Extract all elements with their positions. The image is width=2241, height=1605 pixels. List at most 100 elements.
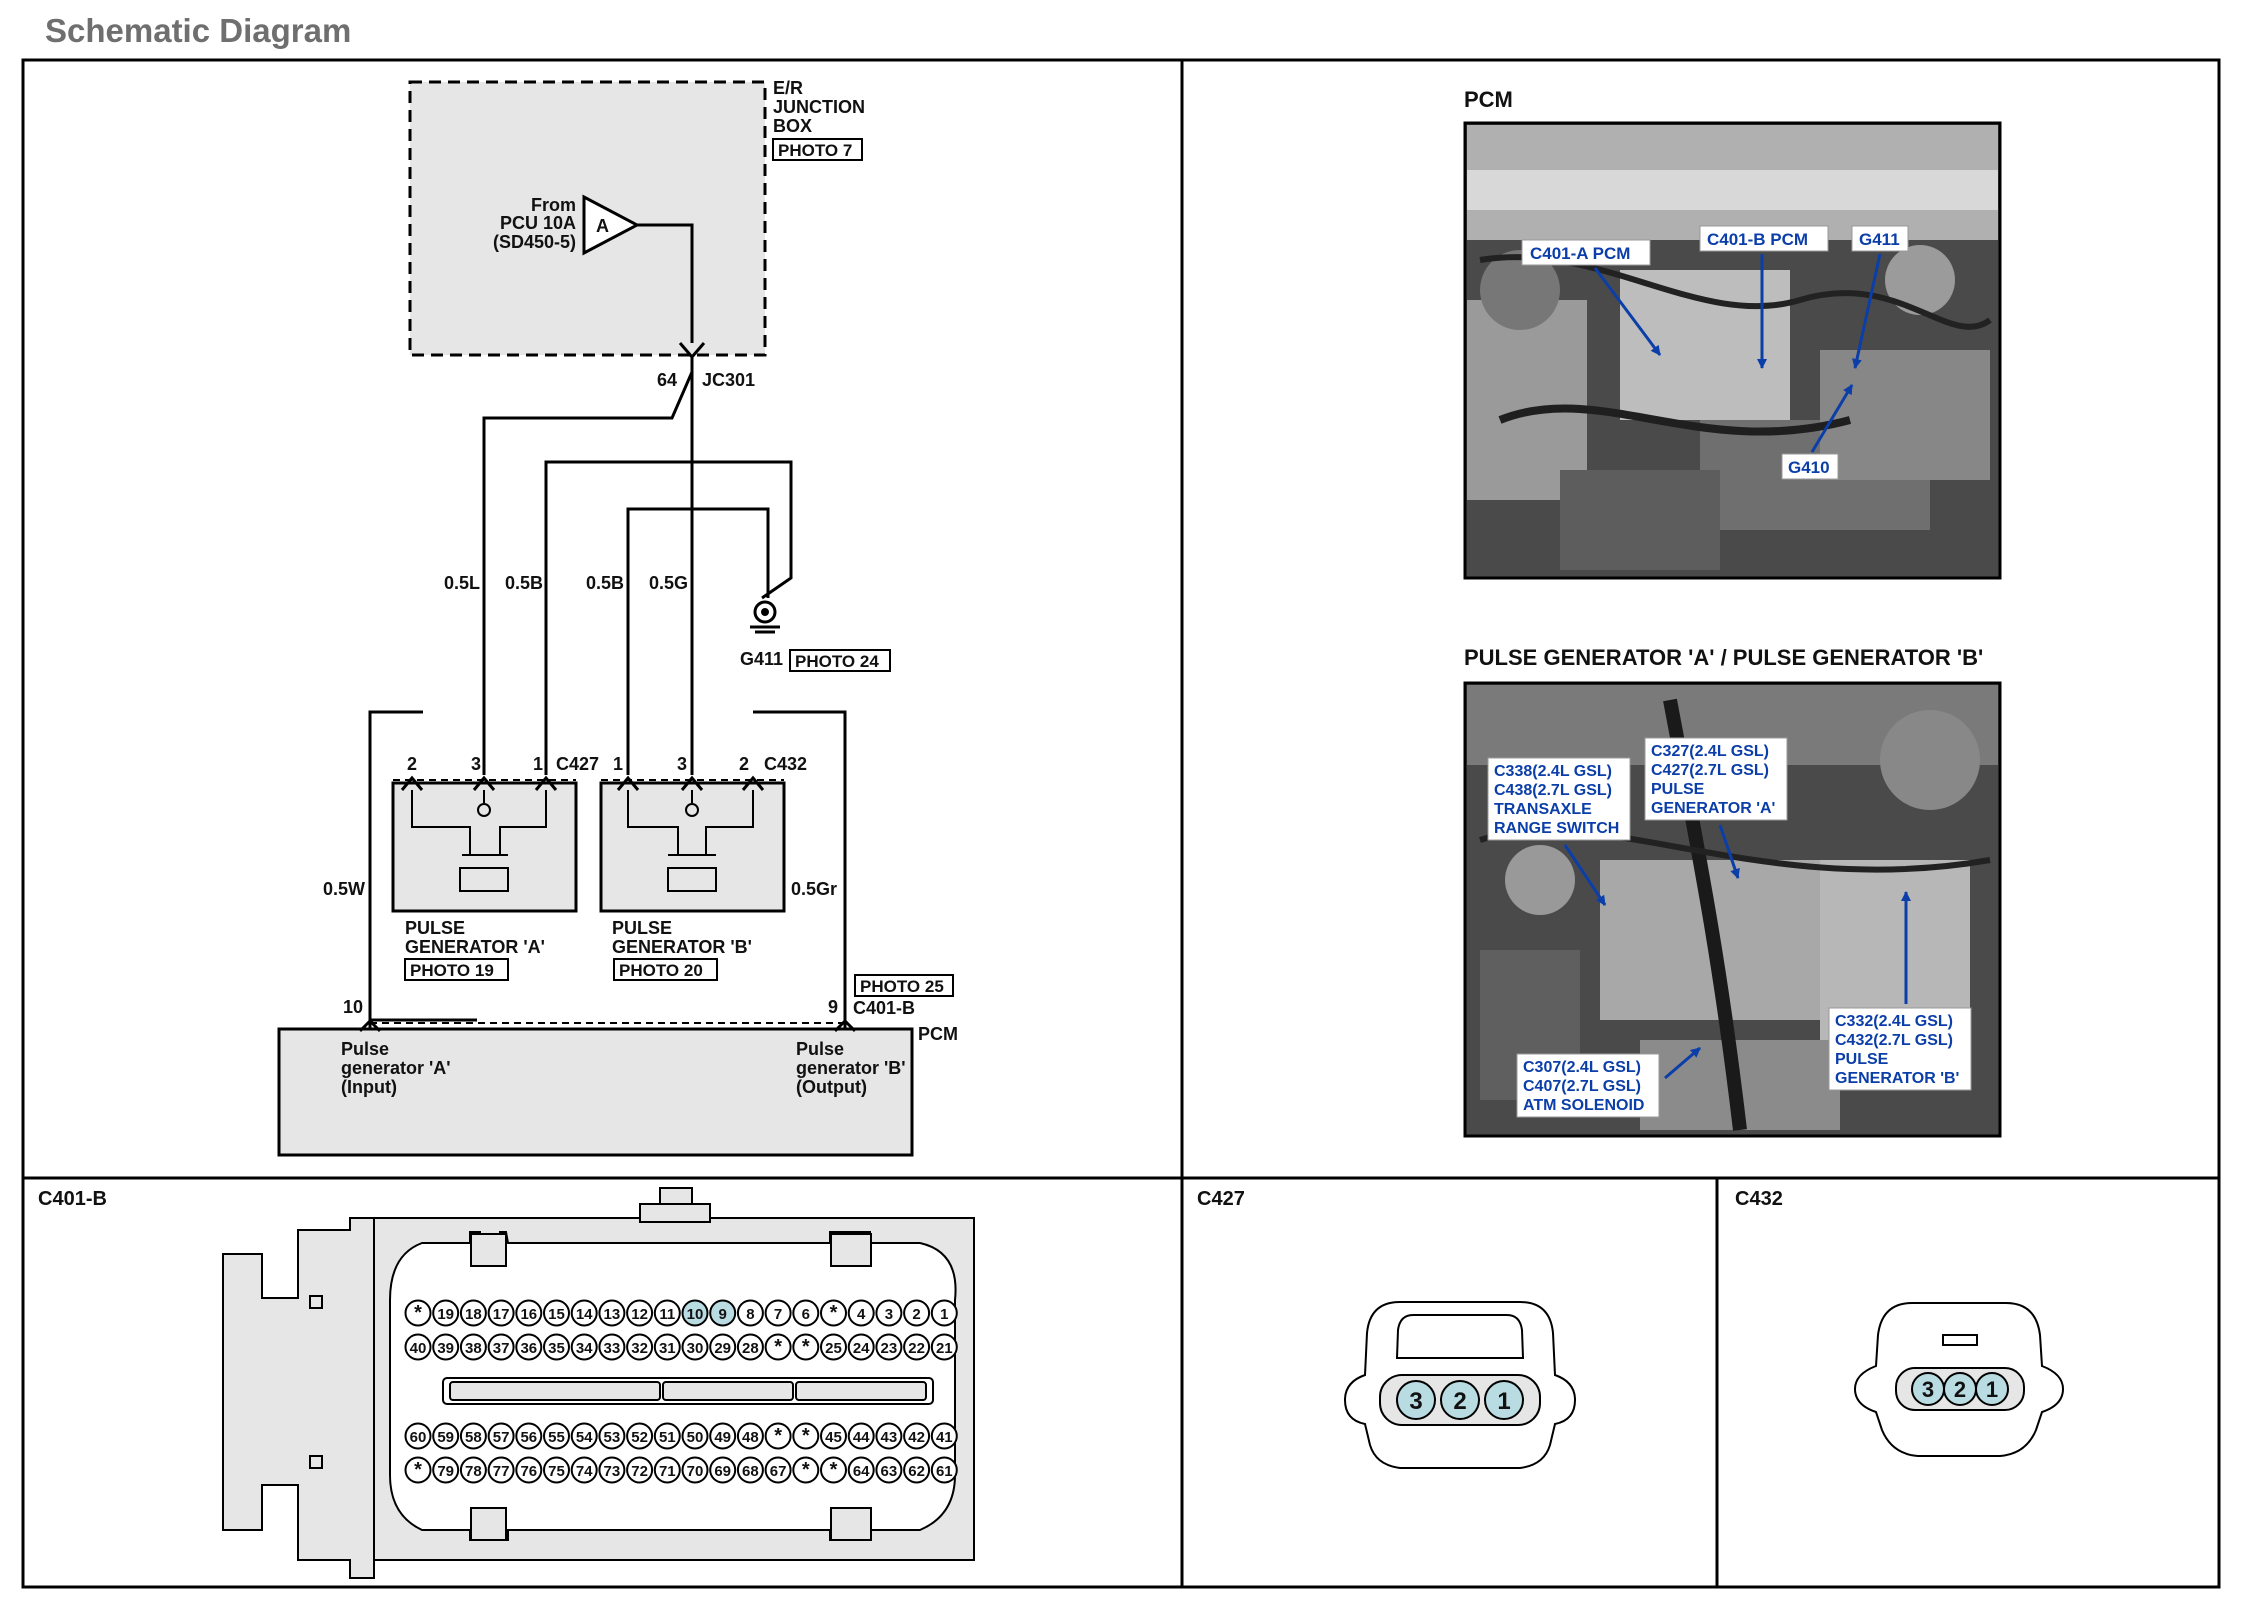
- c401b-pin-label: *: [774, 1425, 782, 1447]
- c401b-pin: [903, 1456, 931, 1484]
- c401b-pin-label: 8: [746, 1306, 754, 1323]
- c401b-pin: [432, 1456, 460, 1484]
- c401b-pin: [792, 1299, 820, 1327]
- svg-text:C427(2.7L GSL): C427(2.7L GSL): [1651, 762, 1769, 779]
- c401b-pin-label: 41: [936, 1429, 953, 1446]
- c401b-pin-label: 51: [659, 1429, 676, 1446]
- wire-label-5: 0.5W: [323, 879, 365, 899]
- c401b-pin: [875, 1299, 903, 1327]
- c401b-pin: [626, 1422, 654, 1450]
- pcm-callout-2: C401-B PCM: [1699, 225, 1829, 369]
- c401b-pin-label: 68: [742, 1463, 759, 1480]
- c401b-pin-label: 35: [548, 1340, 565, 1357]
- c401b-pin: [903, 1299, 931, 1327]
- pulse-a-pin-3: 1: [533, 754, 543, 774]
- pulse-a-pin-2: 3: [471, 754, 481, 774]
- c401b-pin-label: 14: [576, 1306, 593, 1323]
- pulse-callout-1: C338(2.4L GSL) C438(2.7L GSL) TRANSAXLE …: [1487, 757, 1631, 906]
- c401b-pin: [820, 1299, 847, 1327]
- svg-text:TRANSAXLE: TRANSAXLE: [1494, 801, 1592, 818]
- c401b-pin-label: 61: [936, 1463, 953, 1480]
- pulse-generator-b: 1 3 2 C432 PULSE GENERATOR 'B' PHOTO 20: [599, 754, 807, 981]
- c401b-pin-label: 31: [659, 1340, 676, 1357]
- c427-connector-panel: C427 3 2 1: [1197, 1188, 1577, 1469]
- pulse-a-photo: PHOTO 19: [410, 961, 494, 980]
- c401b-pin: [626, 1299, 654, 1327]
- c401b-pin-label: *: [802, 1336, 810, 1358]
- c401b-pin: [459, 1299, 487, 1327]
- svg-text:G410: G410: [1788, 458, 1830, 477]
- pcm-left-line-3: (Input): [341, 1077, 397, 1097]
- c401b-latches: [309, 1233, 872, 1541]
- c401b-pin-label: 37: [493, 1340, 510, 1357]
- pcm-right-line-2: generator 'B': [796, 1058, 906, 1078]
- svg-text:C438(2.7L GSL): C438(2.7L GSL): [1494, 782, 1612, 799]
- svg-text:RANGE SWITCH: RANGE SWITCH: [1494, 820, 1619, 837]
- c427-title: C427: [1197, 1188, 1245, 1210]
- c401b-pin-label: 11: [659, 1306, 675, 1323]
- c401b-pin: [736, 1422, 764, 1450]
- c401b-pin: [515, 1333, 543, 1361]
- c432-connector-panel: C432 3 2 1: [1735, 1188, 2065, 1457]
- c401b-pin-label: 17: [493, 1306, 510, 1323]
- c401b-pin-label: 36: [520, 1340, 537, 1357]
- c401b-pin: [653, 1299, 681, 1327]
- c401b-pin: [709, 1422, 737, 1450]
- c401b-pin-label: 70: [687, 1463, 704, 1480]
- c401b-pin-label: 40: [410, 1340, 427, 1357]
- c401b-pin: [459, 1333, 487, 1361]
- pulse-a-pin-1: 2: [407, 754, 417, 774]
- c401b-pin-label: 74: [576, 1463, 593, 1480]
- c401b-pin-label: *: [802, 1425, 810, 1447]
- c401b-pin: [598, 1299, 626, 1327]
- junction-box-line-3: BOX: [773, 116, 812, 136]
- pcm-pin-left: 10: [343, 997, 363, 1017]
- c401b-pin-label: 49: [714, 1429, 731, 1446]
- c401b-pin: [736, 1333, 764, 1361]
- c401b-pin: [487, 1299, 515, 1327]
- c401b-pin: [681, 1299, 709, 1327]
- pulse-photo-texture: [1467, 685, 1998, 1131]
- pulse-b-pin-2: 3: [677, 754, 687, 774]
- pcm-photo-panel: PCM C401-A PCM C401-B PCM G411: [1463, 87, 2002, 580]
- pcm-left-line-2: generator 'A': [341, 1058, 451, 1078]
- pcm-module: PHOTO 25 C401-B PCM 10 9 Pulse generator…: [277, 974, 958, 1157]
- c401b-pin-label: 38: [465, 1340, 482, 1357]
- pulse-generator-a: 2 3 1 C427 PULSE GENERATOR 'A' PHOTO 19: [391, 754, 599, 981]
- c401b-pin-label: 33: [604, 1340, 621, 1357]
- panel-frame: [21, 58, 2221, 1589]
- c401b-pin-label: 78: [465, 1463, 482, 1480]
- c401b-pin: [404, 1422, 432, 1450]
- c401b-pin: [736, 1456, 764, 1484]
- pulse-photo-title: PULSE GENERATOR 'A' / PULSE GENERATOR 'B…: [1464, 645, 1983, 670]
- c401b-pin: [736, 1299, 764, 1327]
- svg-text:2: 2: [1954, 1377, 1966, 1402]
- ground-name: G411: [740, 649, 783, 669]
- pulse-b-pin-1: 1: [613, 754, 623, 774]
- c427-pin-1: 3: [1396, 1380, 1436, 1420]
- pcm-photo-title: PCM: [1464, 87, 1513, 112]
- c401b-pin-label: 72: [631, 1463, 648, 1480]
- wire-label-3: 0.5B: [586, 573, 624, 593]
- pcm-photo-box: [854, 974, 954, 997]
- c432-key: [1942, 1334, 1978, 1346]
- c401b-pin: [681, 1333, 709, 1361]
- c401b-pin-label: 6: [802, 1306, 810, 1323]
- c401b-pin-label: 42: [908, 1429, 925, 1446]
- c401b-pin-label: 52: [631, 1429, 648, 1446]
- c401b-pin: [875, 1422, 903, 1450]
- source-line-3: (SD450-5): [493, 232, 576, 252]
- pulse-a-photo-box: [404, 958, 509, 981]
- c401b-pin-label: 21: [936, 1340, 953, 1357]
- source-line-2: PCU 10A: [500, 213, 576, 233]
- svg-text:C407(2.7L GSL): C407(2.7L GSL): [1523, 1078, 1641, 1095]
- wire-label-2: 0.5B: [505, 573, 543, 593]
- c401b-pin: [598, 1456, 626, 1484]
- c401b-pin-label: 44: [853, 1429, 870, 1446]
- pulse-b-line-1: PULSE: [612, 918, 672, 938]
- c401b-pin: [820, 1456, 847, 1484]
- c427-latch: [1395, 1314, 1525, 1359]
- junction-box-line-1: E/R: [773, 78, 803, 98]
- svg-text:C338(2.4L GSL): C338(2.4L GSL): [1494, 763, 1612, 780]
